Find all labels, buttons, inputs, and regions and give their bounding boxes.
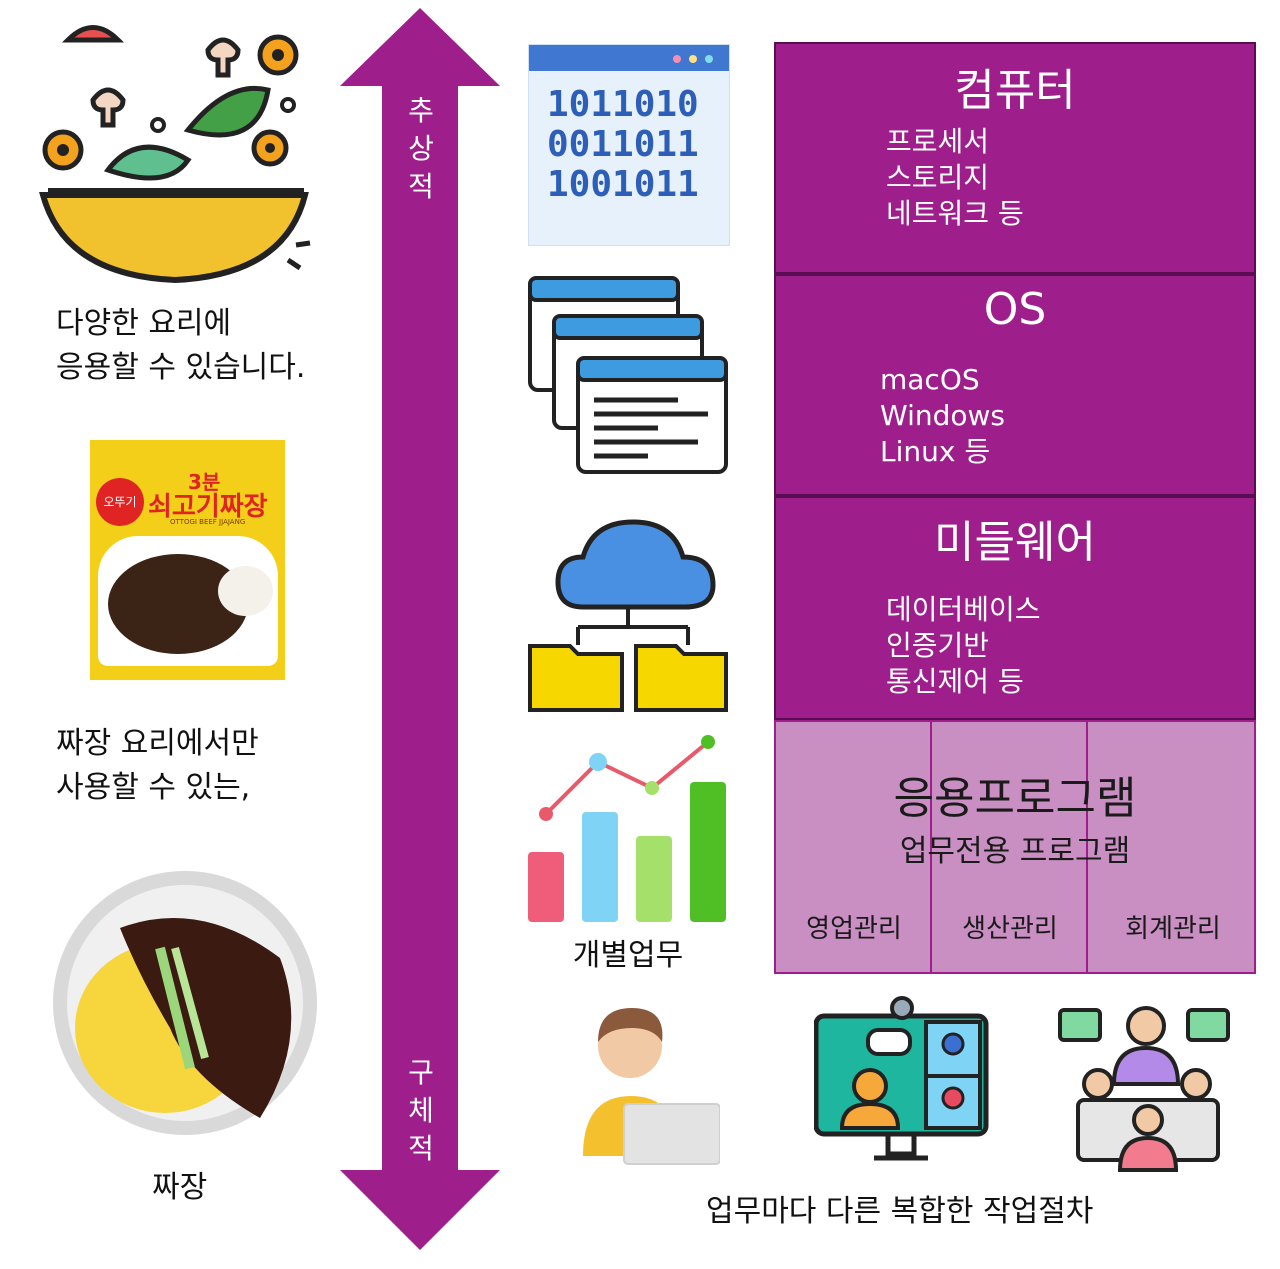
layer-application-title: 응용프로그램 [893, 773, 1137, 824]
axis-label-abstract: 추 상 적 [408, 94, 434, 203]
stacked-windows-icon [528, 276, 728, 474]
binary-line-2: 0011011 [547, 124, 699, 165]
person-laptop-icon [583, 1008, 720, 1165]
package-brand-logo: 오뚜기 [96, 478, 144, 526]
layer-computer: 컴퓨터 프로세서 스토리지 네트워크 등 [774, 42, 1256, 274]
app-column-accounting: 회계관리 [1125, 914, 1221, 944]
abstract-concrete-axis-arrow [340, 8, 500, 1250]
caption-jjajang-only-line2: 사용할 수 있는, [56, 770, 251, 805]
layer-application-subtitle: 업무전용 프로그램 [899, 834, 1131, 869]
axis-label-concrete: 구 체 적 [408, 1056, 434, 1165]
layer-computer-items: 프로세서 스토리지 네트워크 등 [886, 125, 1024, 230]
jjajang-package-image: 오뚜기 3분 쇠고기짜장 OTTOGI BEEF JJAJANG [90, 440, 285, 680]
bar-line-chart-icon [528, 735, 726, 922]
caption-variety-line1: 다양한 요리에 [56, 306, 232, 341]
layer-computer-title: 컴퓨터 [954, 65, 1076, 116]
layer-middleware-items: 데이터베이스 인증기반 통신제어 등 [886, 593, 1041, 698]
app-column-sales: 영업관리 [806, 914, 902, 944]
caption-jjajang-only-line1: 짜장 요리에서만 [56, 726, 259, 761]
binary-code-icon: 1011010 0011011 1001011 [528, 44, 730, 246]
layer-middleware: 미들웨어 데이터베이스 인증기반 통신제어 등 [774, 496, 1256, 720]
app-column-production: 생산관리 [962, 914, 1058, 944]
package-title: 쇠고기짜장 [148, 492, 268, 522]
layer-application: 응용프로그램 업무전용 프로그램 영업관리 생산관리 회계관리 [774, 720, 1256, 974]
chart-label-individual-work: 개별업무 [572, 938, 684, 973]
binary-line-1: 1011010 [547, 84, 699, 125]
cloud-folders-icon [528, 519, 728, 712]
package-title-top: 3분 [188, 470, 221, 494]
team-meeting-icon [1058, 1006, 1230, 1172]
jjajang-bowl-icon [53, 871, 317, 1135]
package-food-photo [98, 536, 278, 666]
layer-os-title: OS [983, 284, 1047, 335]
video-conference-icon [814, 996, 989, 1161]
layer-middleware-title: 미들웨어 [934, 517, 1096, 568]
layer-os-items: macOS Windows Linux 등 [880, 363, 1005, 468]
layer-os: OS macOS Windows Linux 등 [774, 274, 1256, 496]
package-subtitle: OTTOGI BEEF JJAJANG [170, 518, 246, 526]
salad-bowl-icon [39, 25, 311, 284]
caption-complex-procedures: 업무마다 다른 복합한 작업절차 [706, 1194, 1094, 1229]
binary-line-3: 1001011 [547, 164, 699, 205]
caption-jjajang: 짜장 [152, 1170, 208, 1205]
caption-variety-line2: 응용할 수 있습니다. [56, 350, 306, 385]
